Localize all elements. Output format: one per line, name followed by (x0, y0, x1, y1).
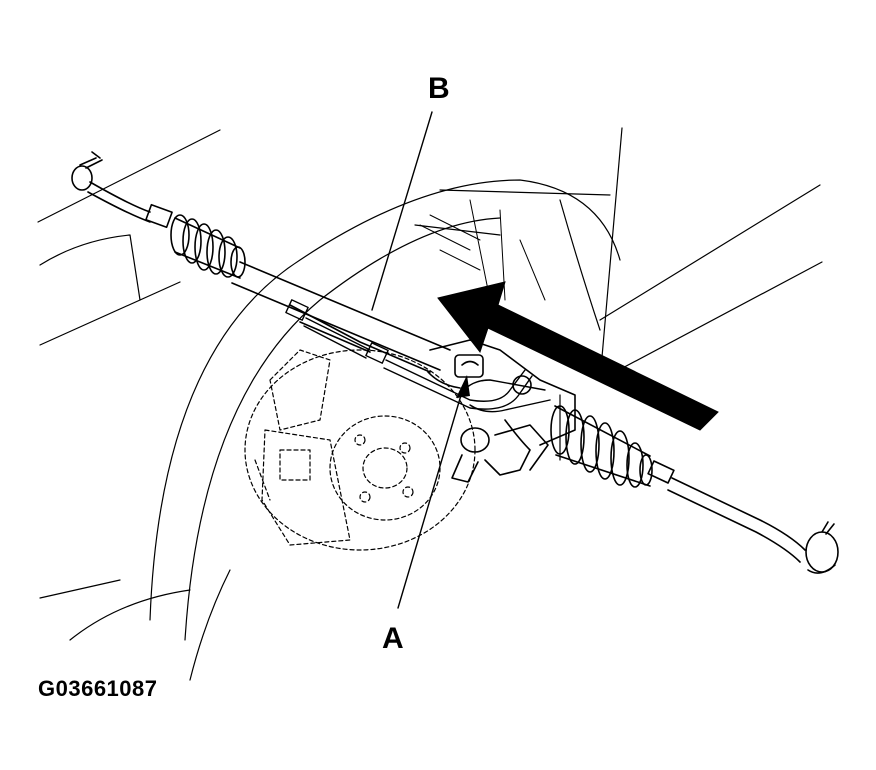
left-boot (170, 214, 246, 279)
brake-caliper (254, 349, 351, 546)
arch-spokes (419, 199, 546, 301)
callout-leaders (371, 111, 465, 609)
callout-label-b: B (428, 72, 450, 105)
removal-direction-arrow (437, 281, 719, 431)
callout-label-a: A (382, 622, 404, 655)
fender-outline-lines (37, 127, 823, 641)
right-boot (550, 405, 653, 488)
right-tie-rod (647, 460, 839, 574)
figure-id: G03661087 (38, 676, 158, 701)
rack-tube (231, 261, 451, 373)
leader-a-arrowhead (456, 375, 470, 398)
wheel-arch (149, 179, 621, 681)
left-tie-rod (71, 151, 173, 229)
feed-lines (285, 299, 551, 413)
